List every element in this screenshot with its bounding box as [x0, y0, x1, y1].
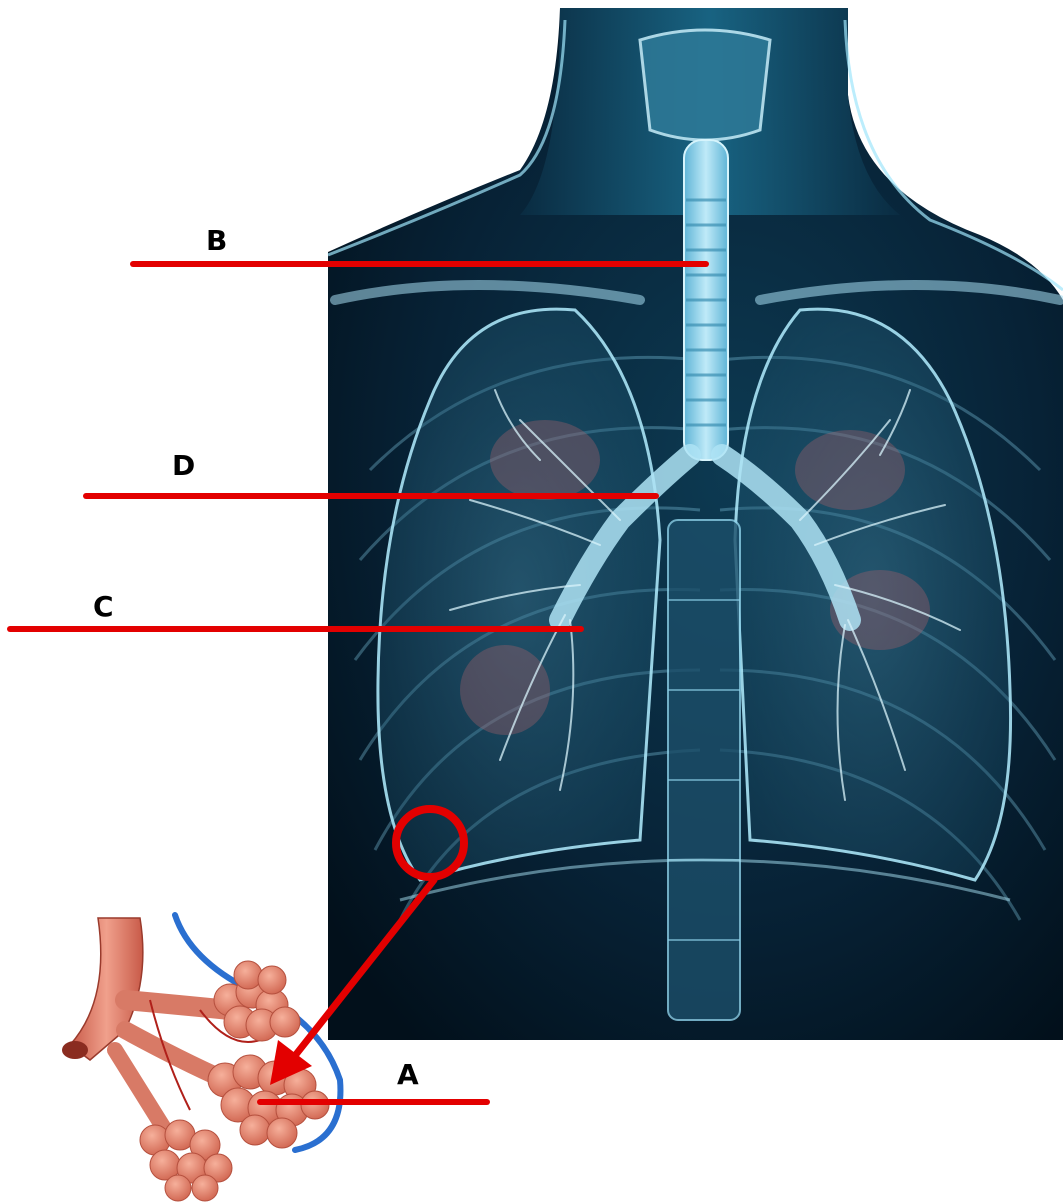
label-b: B — [206, 227, 227, 255]
label-c: C — [93, 593, 114, 621]
torso-xray-image — [328, 8, 1063, 1040]
label-d: D — [172, 452, 195, 480]
label-a: A — [397, 1061, 419, 1089]
